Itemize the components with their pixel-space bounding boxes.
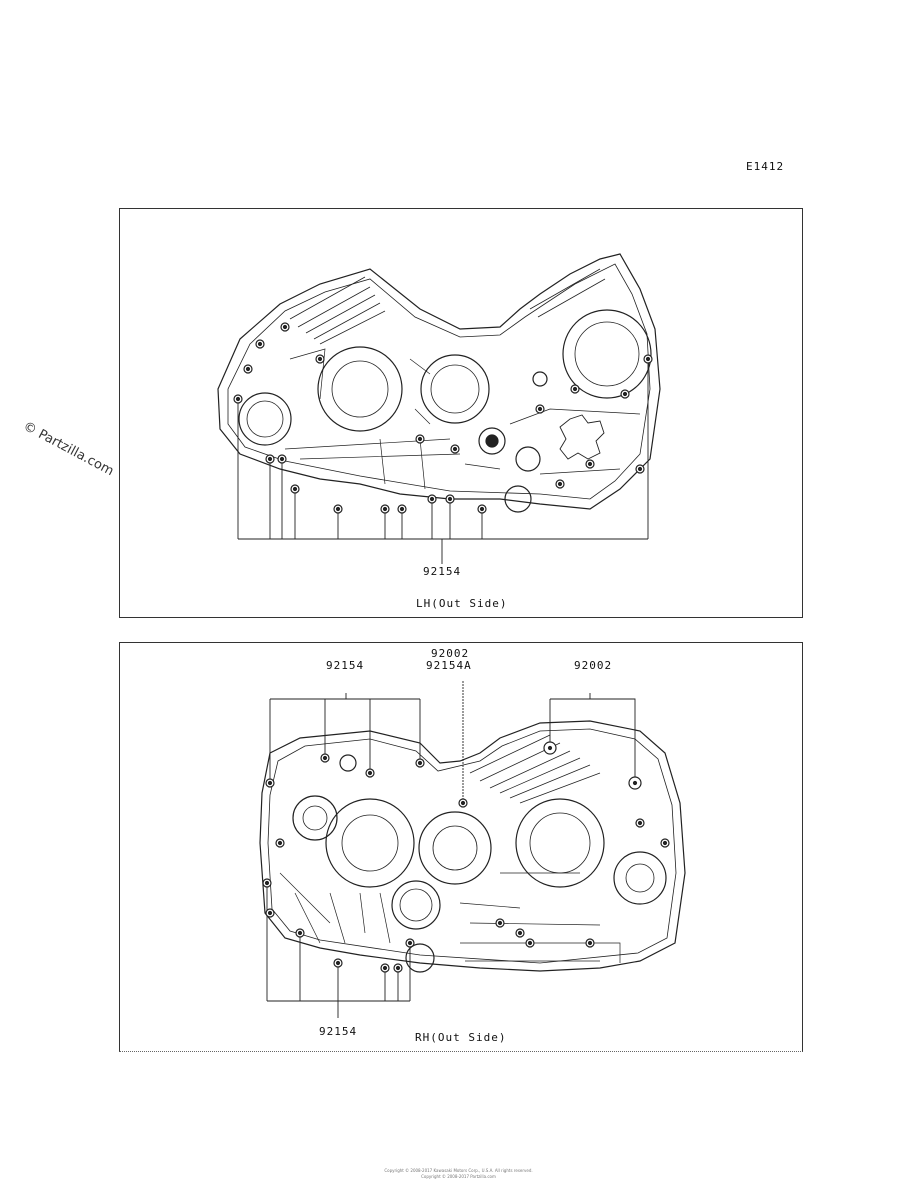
rh-crankcase-drawing	[259, 681, 686, 1018]
lh-bolt-center	[245, 366, 251, 372]
rh-bolt-center	[417, 760, 423, 766]
lh-bolt-center	[235, 396, 241, 402]
rh-casing-inner	[267, 728, 677, 964]
rh-bolt-center	[497, 920, 503, 926]
lh-bolt-center	[479, 506, 485, 512]
lh-bolt-center	[537, 406, 543, 412]
rh-bolt-center	[322, 755, 328, 761]
lh-diagram-panel: 92154 LH(Out Side)	[119, 208, 803, 618]
rh-bolt-center	[382, 965, 388, 971]
lh-bolt-center	[447, 496, 453, 502]
lh-bolt-center	[279, 456, 285, 462]
rh-callout-92002-right: 92002	[574, 659, 613, 672]
watermark: © Partzilla.com	[20, 418, 117, 480]
rh-leader-bottom	[266, 883, 411, 1018]
rh-bolt-center	[367, 770, 373, 776]
figure-code: E1412	[746, 160, 785, 173]
lh-bolt-center	[417, 436, 423, 442]
rh-callout-92154-bottom: 92154	[319, 1025, 358, 1038]
rh-bolt-center	[547, 745, 553, 751]
rh-callout-92154a: 92154A	[426, 659, 472, 672]
lh-bore-mid	[420, 354, 490, 424]
lh-bolt-center	[382, 506, 388, 512]
copyright-footer: Copyright © 2008-2017 Kawasaki Motors Co…	[0, 1168, 917, 1180]
lh-bolt-center	[267, 456, 273, 462]
lh-bolt-center	[622, 391, 628, 397]
lh-bore-crank	[317, 346, 403, 432]
rh-bore-crank	[325, 798, 415, 888]
rh-leader-92002	[549, 693, 636, 783]
lh-bore-left	[238, 392, 292, 446]
lh-bolt-center	[637, 466, 643, 472]
lh-gear	[559, 414, 605, 460]
rh-caption: RH(Out Side)	[415, 1031, 507, 1044]
rh-bolt-center	[407, 940, 413, 946]
lh-bore-right	[562, 309, 652, 399]
rh-leader-top	[269, 693, 421, 783]
lh-bolt-center	[557, 481, 563, 487]
lh-bolt-center	[335, 506, 341, 512]
rh-bolt-center	[460, 800, 466, 806]
rh-bolt-center	[335, 960, 341, 966]
rh-bolt-center	[267, 780, 273, 786]
lh-bolt-center	[572, 386, 578, 392]
lh-caption: LH(Out Side)	[416, 597, 508, 610]
lh-bolt-center	[292, 486, 298, 492]
footer-line-1: Copyright © 2008-2017 Kawasaki Motors Co…	[384, 1168, 533, 1173]
rh-callout-92154-top: 92154	[326, 659, 365, 672]
lh-bolt-center	[282, 324, 288, 330]
rh-bolt-center	[264, 880, 270, 886]
rh-casing-outline	[259, 720, 686, 972]
rh-bolt-center	[267, 910, 273, 916]
lh-casing-outline	[217, 253, 661, 510]
lh-bolt-center	[317, 356, 323, 362]
rh-bore-left	[292, 795, 338, 841]
lh-leader-lines	[237, 359, 649, 564]
lh-bolt-center	[587, 461, 593, 467]
rh-bolt-center	[395, 965, 401, 971]
lh-bolt-center	[399, 506, 405, 512]
rh-bolt-center	[632, 780, 638, 786]
lh-callout-92154: 92154	[423, 565, 462, 578]
footer-line-2: Copyright © 2008-2017 Partzilla.com	[421, 1174, 496, 1179]
rh-bolt-center	[517, 930, 523, 936]
rh-diagram-panel: 92002 92154A 92154 92002 92154 RH(Out Si…	[119, 642, 803, 1052]
lh-bolt-center	[452, 446, 458, 452]
rh-bolt-center	[297, 930, 303, 936]
rh-bolt-center	[527, 940, 533, 946]
rh-bore-far	[613, 851, 667, 905]
rh-bolt-center	[637, 820, 643, 826]
rh-bolt-center	[587, 940, 593, 946]
rh-bore-mid	[418, 811, 492, 885]
rh-callout-92002-top: 92002	[431, 647, 470, 660]
rh-bolt-center	[277, 840, 283, 846]
lh-bolt-center	[645, 356, 651, 362]
rh-bore-right	[515, 798, 605, 888]
lh-crankcase-drawing	[217, 253, 661, 564]
lh-bolt-center	[429, 496, 435, 502]
lh-bolt-center	[257, 341, 263, 347]
rh-bolt-center	[662, 840, 668, 846]
